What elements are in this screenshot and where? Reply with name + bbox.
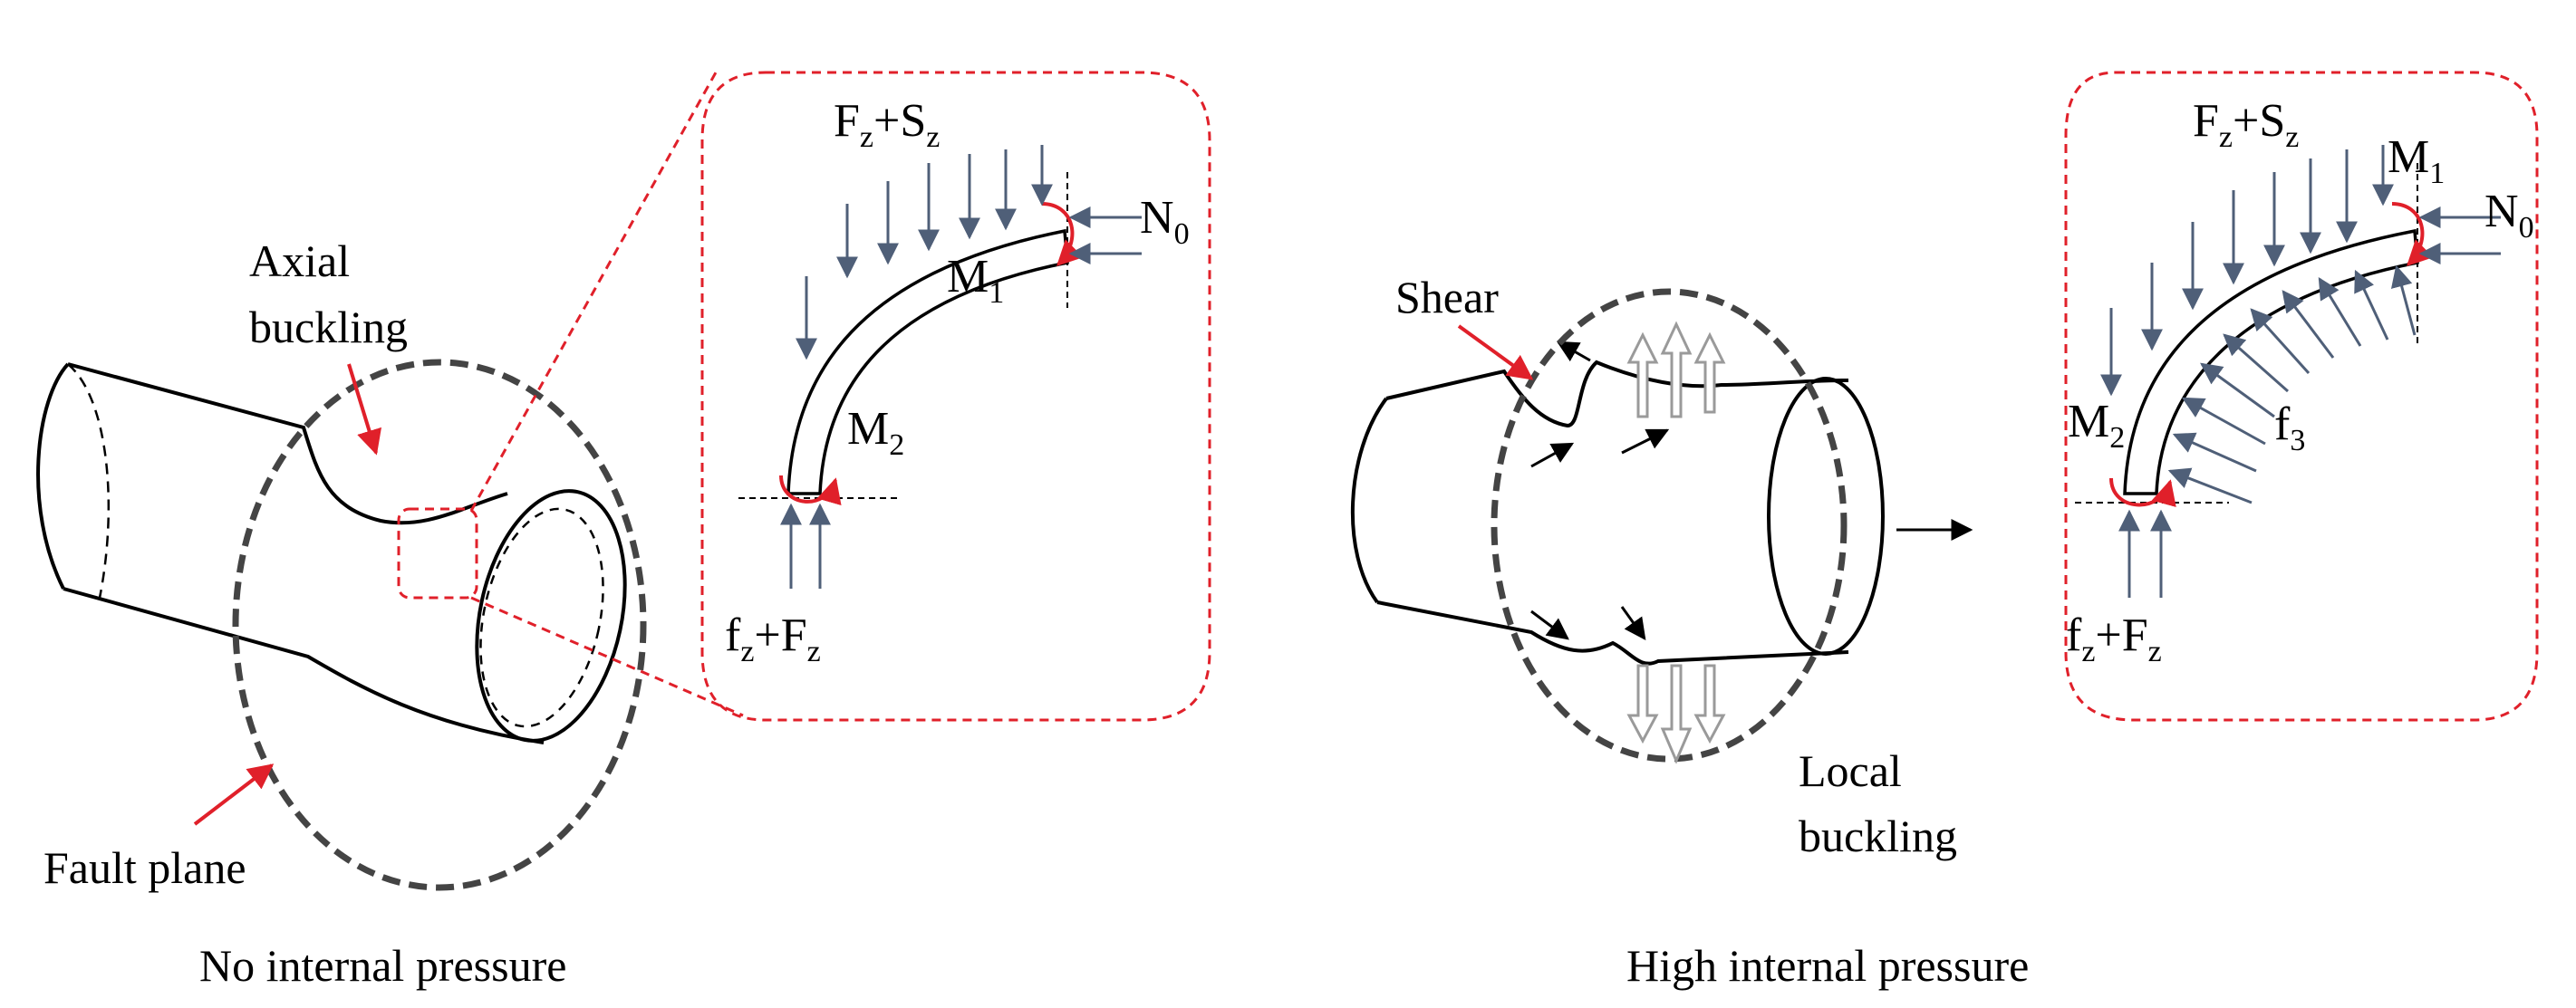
- left-inset-frame: [700, 71, 1211, 722]
- left-zoom-line-top: [469, 72, 718, 512]
- right-curved-element: [2123, 228, 2419, 495]
- axial-pointer-arrow: [347, 363, 382, 456]
- label-buckling: buckling: [249, 302, 408, 352]
- left-pipe: [36, 362, 627, 744]
- label-shear: Shear: [1395, 272, 1499, 322]
- shear-pointer-arrow: [1457, 324, 1534, 380]
- left-pipe-end-ellipse: [36, 362, 70, 590]
- right-moment1-label: M1: [2388, 131, 2445, 190]
- left-zoom-box: [397, 507, 478, 600]
- right-internal-arrows: [1530, 341, 1670, 640]
- fault-pointer-arrow: [193, 763, 275, 826]
- right-hollow-arrows-down: [1626, 664, 1726, 764]
- right-top-load-arrows: [2100, 145, 2394, 397]
- right-pipe-top-edge: [1385, 360, 1849, 428]
- label-local-buckling: buckling: [1799, 811, 1957, 861]
- left-caption: No internal pressure: [199, 940, 566, 991]
- left-pipe-top-edge: [67, 362, 508, 525]
- left-moment1-label: M1: [947, 251, 1004, 310]
- right-pipe-end: [1350, 397, 1388, 604]
- right-pipe-bottom-edge: [1376, 600, 1849, 666]
- left-pipe-bottom-edge: [63, 587, 545, 744]
- right-inset: Fz+Sz M1 N0 M2 f3 fz+Fz: [2064, 71, 2539, 722]
- label-local: Local: [1799, 745, 1902, 796]
- left-panel: Axial buckling Fault plane No internal p…: [36, 71, 1211, 991]
- right-moment2-icon: [2109, 477, 2176, 508]
- right-hollow-arrows-up: [1626, 321, 1726, 418]
- left-top-force-label: Fz+Sz: [834, 95, 940, 154]
- right-bottom-force-label: fz+Fz: [2066, 610, 2162, 668]
- right-pressure-arrows: [2167, 264, 2417, 504]
- right-axial-force-label: N0: [2484, 186, 2534, 245]
- label-fault-plane: Fault plane: [43, 842, 246, 893]
- right-pressure-label: f3: [2274, 398, 2305, 457]
- left-bottom-load-arrows: [780, 503, 831, 589]
- left-zoom-line-bottom: [470, 596, 744, 717]
- right-inset-frame: [2064, 71, 2539, 722]
- right-top-force-label: Fz+Sz: [2193, 95, 2299, 154]
- right-axial-arrows: [2418, 206, 2501, 264]
- right-local-zone: [1491, 288, 1848, 763]
- left-pipe-end-hidden: [67, 363, 110, 599]
- left-pipe-outlet-ellipse: [475, 489, 627, 743]
- left-curved-element: [786, 228, 1069, 495]
- right-moment2-label: M2: [2068, 396, 2125, 455]
- left-moment2-icon: [779, 475, 842, 506]
- left-bottom-force-label: fz+Fz: [725, 610, 821, 668]
- left-axial-arrows: [1068, 206, 1142, 264]
- right-bottom-load-arrows: [2118, 509, 2172, 598]
- left-top-load-arrows: [796, 145, 1053, 360]
- right-pipe: [1350, 341, 1973, 666]
- left-moment2-label: M2: [847, 403, 904, 462]
- right-pipe-outlet: [1767, 377, 1885, 656]
- left-inset: Fz+Sz N0 M1 M2 fz+Fz: [700, 71, 1211, 722]
- right-panel: Shear Local buckling High internal press…: [1350, 71, 2539, 991]
- right-caption: High internal pressure: [1626, 940, 2029, 991]
- label-axial: Axial: [249, 235, 350, 286]
- left-pipe-outlet-inner: [479, 507, 604, 728]
- left-axial-force-label: N0: [1140, 192, 1190, 251]
- left-fault-zone: [232, 359, 647, 891]
